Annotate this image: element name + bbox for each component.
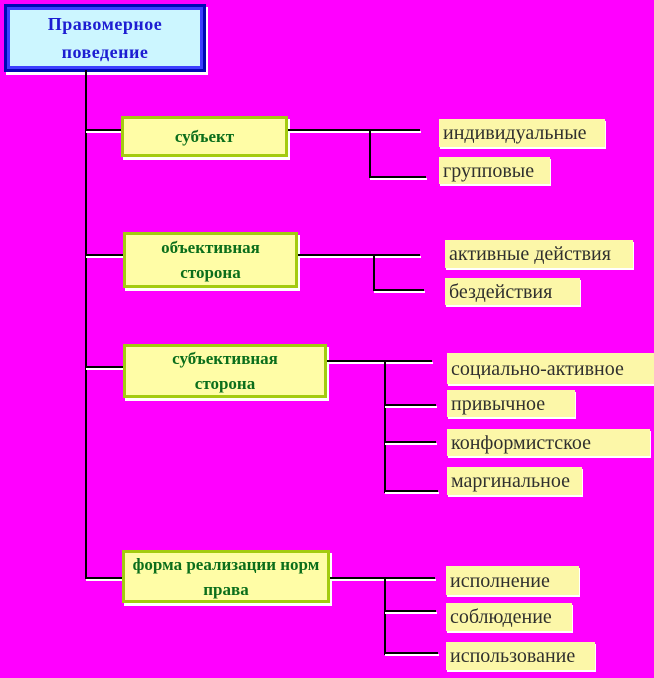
category-objective-side-label: объективная сторона [161, 238, 260, 282]
leaf-group: групповые [439, 157, 550, 184]
leaf-marginal: маргинальное [447, 467, 582, 495]
connector-stub-form [85, 577, 122, 579]
connector-g4-branch-2 [384, 652, 438, 654]
connector-g2-branch [373, 289, 424, 291]
connector-g4-drop [384, 577, 386, 655]
category-subject-label: субъект [174, 127, 235, 146]
connector-g3-main [327, 360, 432, 362]
connector-g3-branch-1 [384, 404, 436, 406]
root-node-lawful-behavior: Правомерное поведение [4, 4, 206, 72]
category-objective-side: объективная сторона [123, 232, 298, 288]
category-subject: субъект [121, 116, 288, 157]
connector-g3-drop [384, 360, 386, 493]
connector-g3-branch-3 [384, 490, 438, 492]
category-subjective-side: субъективная сторона [123, 344, 327, 398]
connector-g4-branch-1 [384, 610, 436, 612]
leaf-socially-active: социально-активное [447, 353, 654, 384]
connector-g1-branch [369, 176, 426, 178]
connector-g2-main [298, 254, 420, 256]
leaf-conformist: конформистское [447, 429, 650, 456]
leaf-active-actions: активные действия [445, 240, 633, 268]
category-subjective-side-label: субъективная сторона [172, 349, 278, 393]
connector-stub-subjective [85, 366, 123, 368]
connector-g2-drop [373, 254, 375, 291]
leaf-individual: индивидуальные [439, 119, 605, 147]
leaf-execution: исполнение [446, 566, 579, 595]
category-form-of-realization-label: форма реализации норм права [132, 554, 320, 599]
connector-g3-branch-2 [384, 441, 436, 443]
connector-stub-subject [85, 129, 121, 131]
category-form-of-realization: форма реализации норм права [122, 550, 330, 603]
leaf-inaction: бездействия [445, 278, 580, 305]
leaf-observance: соблюдение [446, 603, 572, 631]
connector-g4-main [330, 577, 435, 579]
connector-g1-main [288, 129, 420, 131]
connector-stub-objective [85, 254, 123, 256]
leaf-use: использование [446, 642, 595, 670]
connector-g1-drop [369, 129, 371, 178]
leaf-habitual: привычное [447, 390, 575, 417]
root-node-label: Правомерное поведение [47, 14, 163, 62]
connector-spine [85, 70, 87, 579]
